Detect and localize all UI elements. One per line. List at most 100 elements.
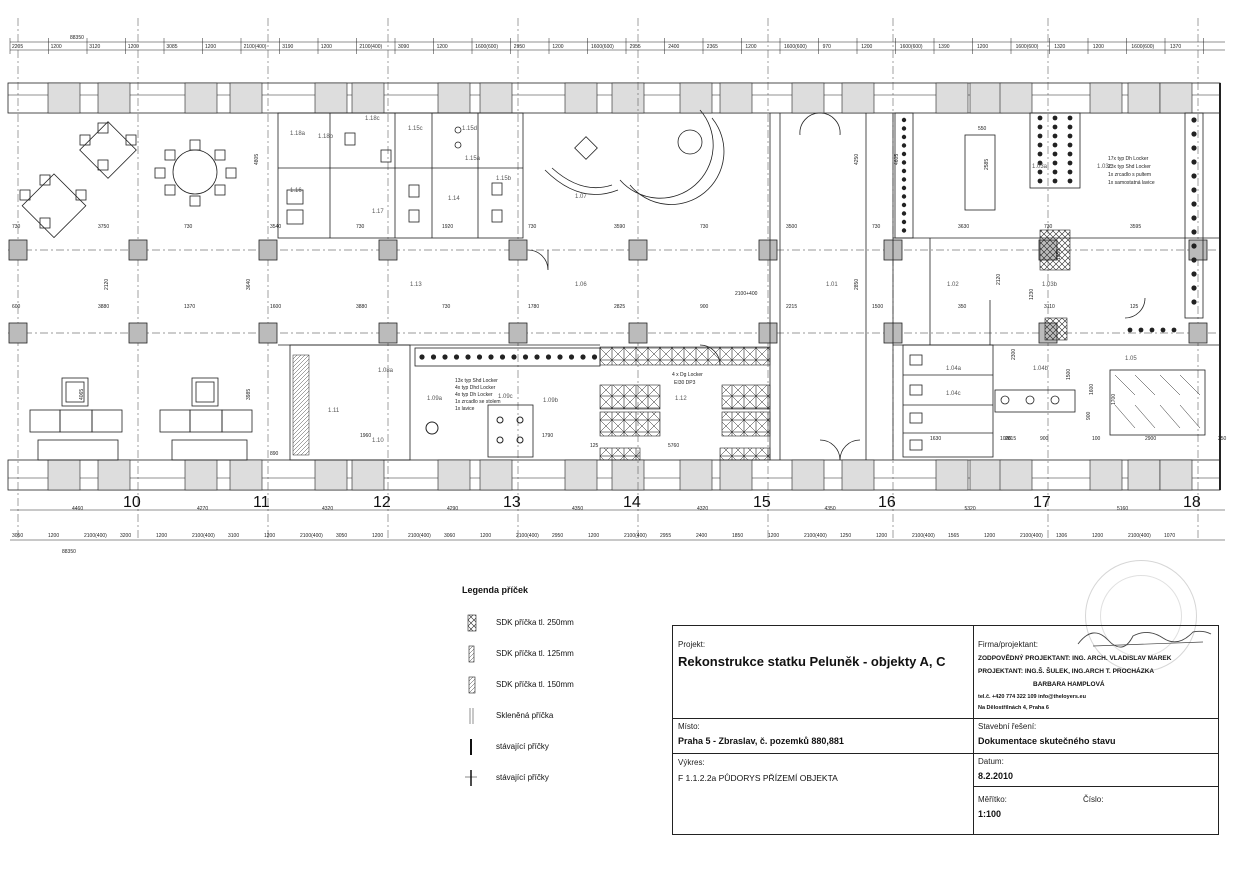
datum-label: Datum: (978, 757, 1004, 766)
window (969, 82, 1003, 114)
window (184, 459, 218, 491)
locker (1191, 257, 1197, 263)
locker (901, 228, 907, 233)
note-lockers-left-4: 1x lavice (455, 406, 475, 412)
locker (1052, 169, 1058, 175)
locker (1191, 173, 1197, 179)
top-dim-label: 1200 (205, 44, 216, 50)
row-dim-label: 900 (1040, 436, 1049, 442)
locker (522, 354, 529, 360)
top-dim-label: 1200 (321, 44, 332, 50)
window (969, 459, 1003, 491)
room-label-1.14: 1.14 (448, 196, 460, 202)
grid-dim-label: 730 (700, 224, 709, 230)
locker (1138, 327, 1144, 333)
legend-item: Skleněná příčka (462, 700, 662, 731)
locker (1067, 151, 1073, 157)
note-lockers-right-3: 1x samostatná lavice (1108, 180, 1155, 186)
locker (1191, 229, 1197, 235)
bottom-axis-dim: 4350 (825, 506, 836, 512)
window (719, 459, 753, 491)
locker (1037, 115, 1043, 121)
bottom-dim-label: 1306 (1056, 533, 1067, 539)
locker (1127, 327, 1133, 333)
legend-item: SDK příčka tl. 250mm (462, 607, 662, 638)
locker (430, 354, 437, 360)
window (479, 459, 513, 491)
locker (901, 126, 907, 131)
vertical-dim-label: 4065 (79, 389, 85, 400)
meritko-label: Měřítko: (978, 795, 1007, 804)
grid-dim-label: 900 (700, 304, 709, 310)
window (97, 82, 131, 114)
window (47, 82, 81, 114)
bottom-dim-label: 2100(400) (516, 533, 539, 539)
bottom-axis-dim: 5160 (1117, 506, 1128, 512)
top-dimension-ticks (9, 38, 1204, 54)
legend-label: stávající příčky (496, 742, 549, 751)
column (8, 322, 28, 344)
grid-dim-label: 600 (12, 304, 21, 310)
grid-dim-label: 730 (12, 224, 21, 230)
grid-dim-label: 350 (958, 304, 967, 310)
column (128, 322, 148, 344)
locker (1191, 187, 1197, 193)
vykres-value: F 1.1.2.2a PŮDORYS PŘÍZEMÍ OBJEKTA (678, 773, 838, 783)
partition-walls (278, 112, 1220, 461)
row-dim-label: 1960 (360, 433, 371, 439)
vertical-dim-label: 2120 (996, 274, 1002, 285)
adresa: Na Dělostřílnách 4, Praha 6 (978, 705, 1049, 711)
bottom-dim-label: 3100 (228, 533, 239, 539)
row-dim-label: 100 (1092, 436, 1101, 442)
grid-dim-label: 730 (356, 224, 365, 230)
window (679, 459, 713, 491)
legend-title: Legenda příček (462, 585, 529, 595)
bottom-dim-label: 1200 (480, 533, 491, 539)
room-label-1.04b: 1.04b (1033, 366, 1049, 372)
locker (1052, 133, 1058, 139)
bottom-dim-label: 2100(400) (1128, 533, 1151, 539)
room-label-1.12: 1.12 (675, 396, 687, 402)
locker (1052, 178, 1058, 184)
room-label-1.16: 1.16 (290, 188, 302, 194)
column (258, 239, 278, 261)
locker (901, 168, 907, 174)
row-dim-label: 2815 (1005, 436, 1016, 442)
note-lockers-right-0: 17x typ Dh Locker (1108, 156, 1149, 162)
grid-dim-label: 730 (442, 304, 451, 310)
room-label-1.09a: 1.09a (427, 396, 443, 402)
window (999, 82, 1033, 114)
window (351, 82, 385, 114)
window (1159, 459, 1193, 491)
bottom-dim-label: 1200 (48, 533, 59, 539)
vertical-dim-label: 1230 (1029, 289, 1035, 300)
column (628, 322, 648, 344)
locker (1052, 151, 1058, 157)
room-label-1.18a: 1.18a (290, 131, 306, 137)
window (229, 82, 263, 114)
room-label-1.18b: 1.18b (318, 134, 334, 140)
grid-dim-label: 3590 (614, 224, 625, 230)
top-dim-label: 2950 (514, 44, 525, 50)
locker (901, 202, 907, 208)
note-door-code: 2100+400 (735, 291, 758, 297)
misto-value: Praha 5 - Zbraslav, č. pozemků 880,881 (678, 736, 844, 746)
window (564, 459, 598, 491)
window (437, 82, 471, 114)
window (184, 82, 218, 114)
vykres-label: Výkres: (678, 758, 705, 767)
column (508, 322, 528, 344)
legend-label: SDK příčka tl. 125mm (496, 649, 574, 658)
locker (534, 354, 540, 360)
bottom-dim-label: 2100(400) (624, 533, 647, 539)
bottom-dim-label: 1200 (372, 533, 383, 539)
bottom-dim-label: 2100(400) (912, 533, 935, 539)
zodpovedny-projektant: ZODPOVĚDNÝ PROJEKTANT: ING. ARCH. VLADIS… (978, 655, 1172, 662)
grid-dim-label: 730 (1044, 224, 1053, 230)
firma-label: Firma/projektant: (978, 640, 1039, 649)
room-label-1.15c: 1.15c (408, 126, 423, 132)
vertical-dim-label: 2585 (984, 159, 990, 170)
row-dim-label: 125 (590, 443, 599, 449)
vertical-dim-label: 3985 (246, 389, 252, 400)
